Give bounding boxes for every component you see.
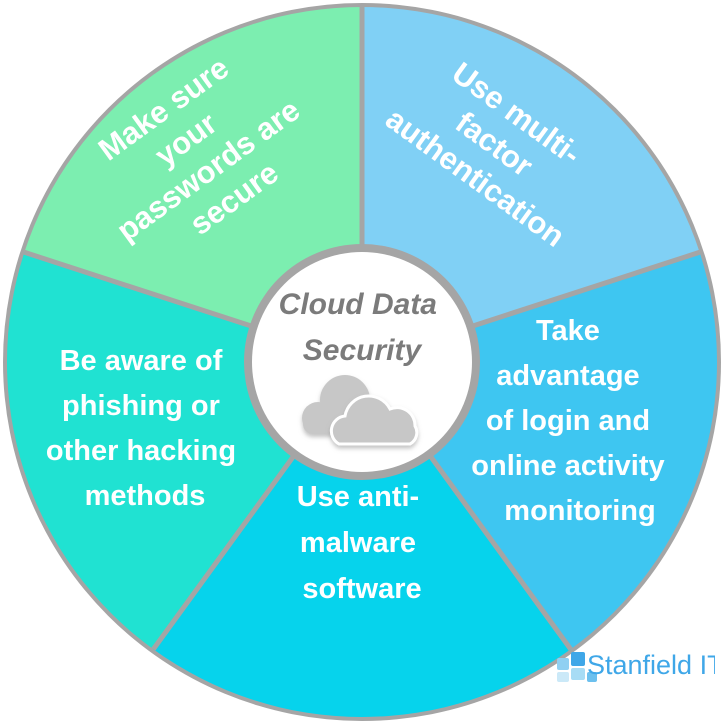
cloud-icon	[302, 375, 419, 446]
segment-phishing-line-3: other hacking	[46, 435, 236, 467]
segment-passwords	[24, 7, 363, 362]
segment-anti-malware-line-3: software	[302, 573, 421, 605]
segment-monitoring-line-5: monitoring	[504, 495, 655, 527]
segment-anti-malware-wedge	[153, 362, 571, 717]
segment-phishing-line-4: methods	[85, 480, 206, 512]
segment-mfa-wedge	[362, 7, 700, 362]
segment-monitoring-line-1: Take	[536, 315, 600, 347]
center-hub: Cloud Data Security	[244, 244, 480, 480]
stanfield-logo-icon	[557, 652, 597, 682]
segment-phishing-line-2: phishing or	[62, 390, 220, 422]
segment-phishing-line-1: Be aware of	[60, 345, 223, 377]
segment-mfa	[362, 7, 700, 362]
segment-anti-malware-line-1: Use anti-	[297, 481, 419, 513]
segment-anti-malware	[153, 362, 571, 717]
segment-anti-malware-line-2: malware	[300, 527, 416, 559]
center-title-line-1: Cloud Data	[279, 288, 437, 321]
center-title-line-2: Security	[303, 334, 423, 367]
brand-name: Stanfield IT	[587, 650, 715, 680]
segment-anti-malware-label: Use anti- malware software	[297, 481, 428, 605]
center-title: Cloud Data Security	[279, 288, 446, 367]
segment-monitoring-line-4: online activity	[471, 450, 664, 482]
segment-monitoring-label: Take advantage of login and online activ…	[471, 315, 672, 527]
segment-passwords-wedge	[24, 7, 363, 362]
segment-monitoring-line-2: advantage	[496, 360, 639, 392]
segment-phishing-label: Be aware of phishing or other hacking me…	[46, 345, 244, 512]
segment-monitoring-line-3: of login and	[486, 405, 650, 437]
brand-logo: Stanfield IT	[555, 644, 723, 688]
brand-name-wrap: Stanfield IT	[587, 650, 715, 680]
